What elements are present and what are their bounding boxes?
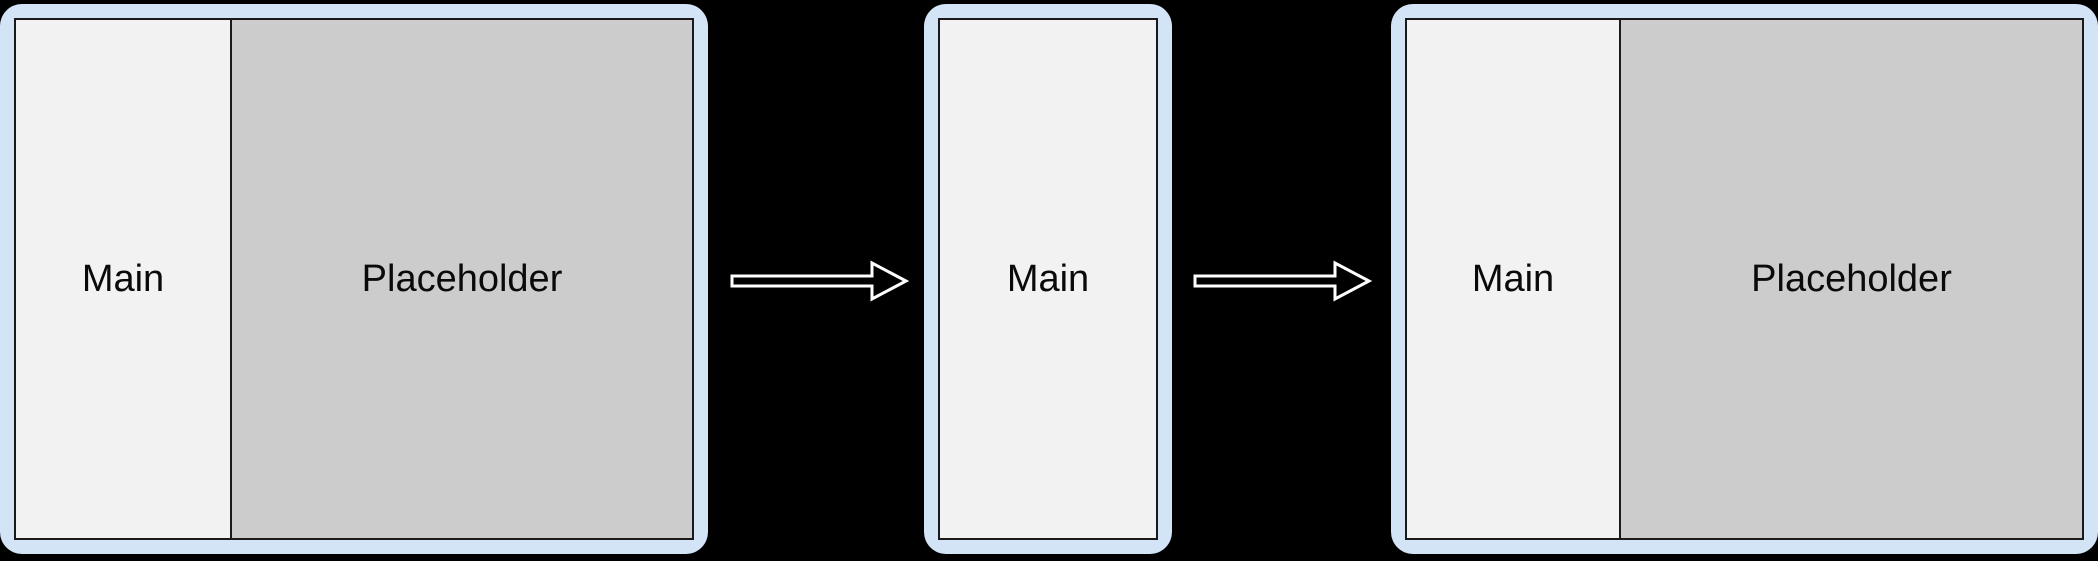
card-1-main-panel[interactable]: Main: [16, 20, 230, 538]
arrow-right-icon: [1195, 263, 1369, 299]
card-2-main-label: Main: [1006, 258, 1090, 300]
card-1-panel-group: Main Placeholder: [14, 18, 694, 540]
layout-card-3: Main Placeholder: [1391, 4, 2098, 554]
card-1-main-label: Main: [81, 258, 165, 300]
card-1-placeholder-label: Placeholder: [361, 258, 563, 300]
card-3-panel-group: Main Placeholder: [1405, 18, 2084, 540]
card-3-placeholder-label: Placeholder: [1751, 258, 1952, 300]
card-3-placeholder-panel[interactable]: Placeholder: [1619, 20, 2082, 538]
card-1-placeholder-panel[interactable]: Placeholder: [230, 20, 692, 538]
transition-arrow-1: [730, 254, 910, 308]
arrow-right-icon: [732, 263, 906, 299]
card-2-panel-group: Main: [938, 18, 1158, 540]
layout-card-1: Main Placeholder: [0, 4, 708, 554]
card-2-main-panel[interactable]: Main: [940, 20, 1156, 538]
card-3-main-label: Main: [1471, 258, 1555, 300]
transition-arrow-2: [1193, 254, 1373, 308]
card-3-main-panel[interactable]: Main: [1407, 20, 1619, 538]
layout-card-2: Main: [924, 4, 1172, 554]
